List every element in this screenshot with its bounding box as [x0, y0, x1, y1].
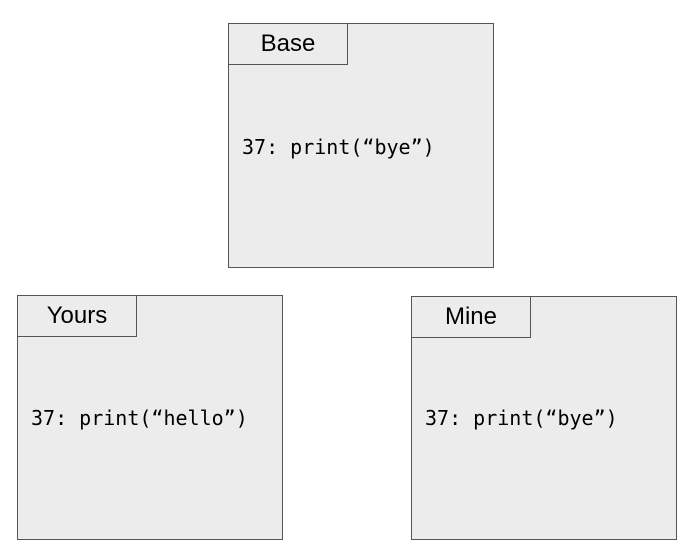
yours-panel: Yours 37: print(“hello”)	[17, 295, 283, 540]
base-panel: Base 37: print(“bye”)	[228, 23, 494, 268]
base-panel-title: Base	[229, 24, 348, 65]
yours-code-text: print(“hello”)	[79, 406, 248, 430]
mine-code-text: print(“bye”)	[473, 406, 618, 430]
mine-panel-title: Mine	[412, 297, 531, 338]
yours-code-line: 37: print(“hello”)	[31, 406, 248, 430]
yours-line-number: 37:	[31, 406, 68, 430]
mine-code-line: 37: print(“bye”)	[425, 406, 618, 430]
mine-line-number: 37:	[425, 406, 462, 430]
base-code-line: 37: print(“bye”)	[242, 135, 435, 159]
base-line-number: 37:	[242, 135, 279, 159]
mine-panel: Mine 37: print(“bye”)	[411, 296, 677, 540]
yours-panel-title: Yours	[18, 296, 137, 337]
base-code-text: print(“bye”)	[290, 135, 435, 159]
